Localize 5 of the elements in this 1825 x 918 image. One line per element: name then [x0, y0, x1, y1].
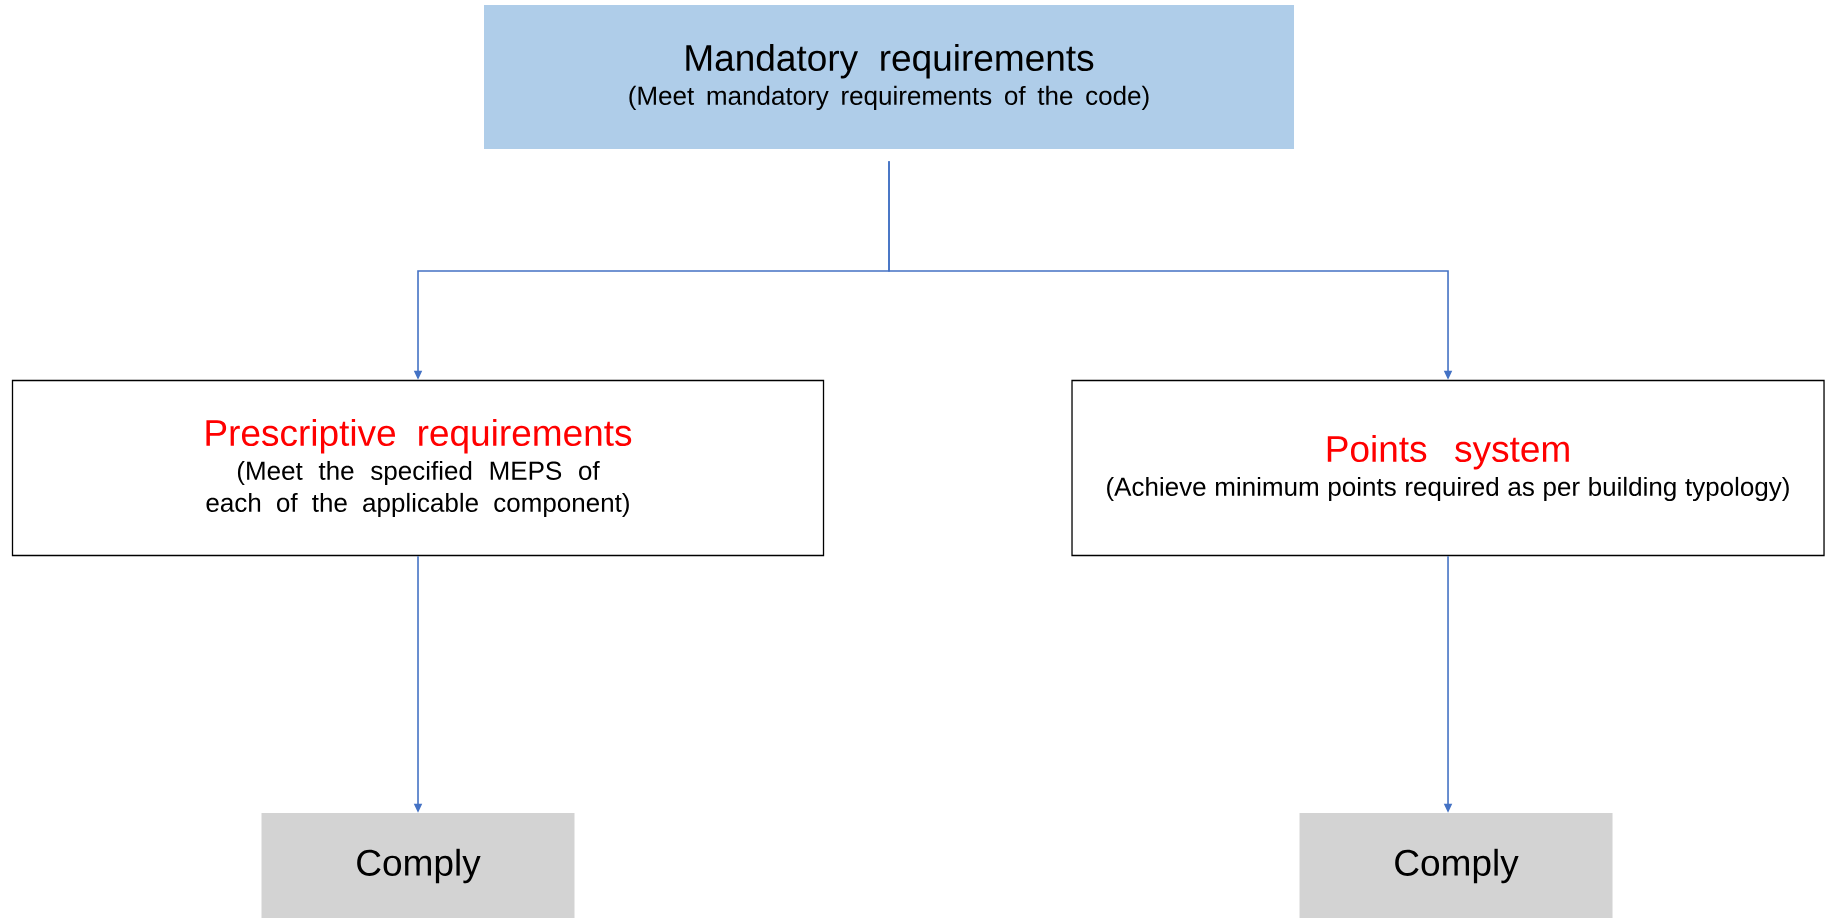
requirement-box: Mandatory requirements (Meet mandatory requirements of the code) — [484, 5, 1294, 149]
outcome-box: Comply — [1299, 813, 1613, 918]
requirement-box: Prescriptive requirements (Meet the specified MEPS of each of the applicable component) — [11, 379, 825, 557]
requirement-box: Points system (Achieve minimum points required as per building typology) — [1071, 379, 1825, 557]
outcome-box: Comply — [261, 813, 575, 918]
